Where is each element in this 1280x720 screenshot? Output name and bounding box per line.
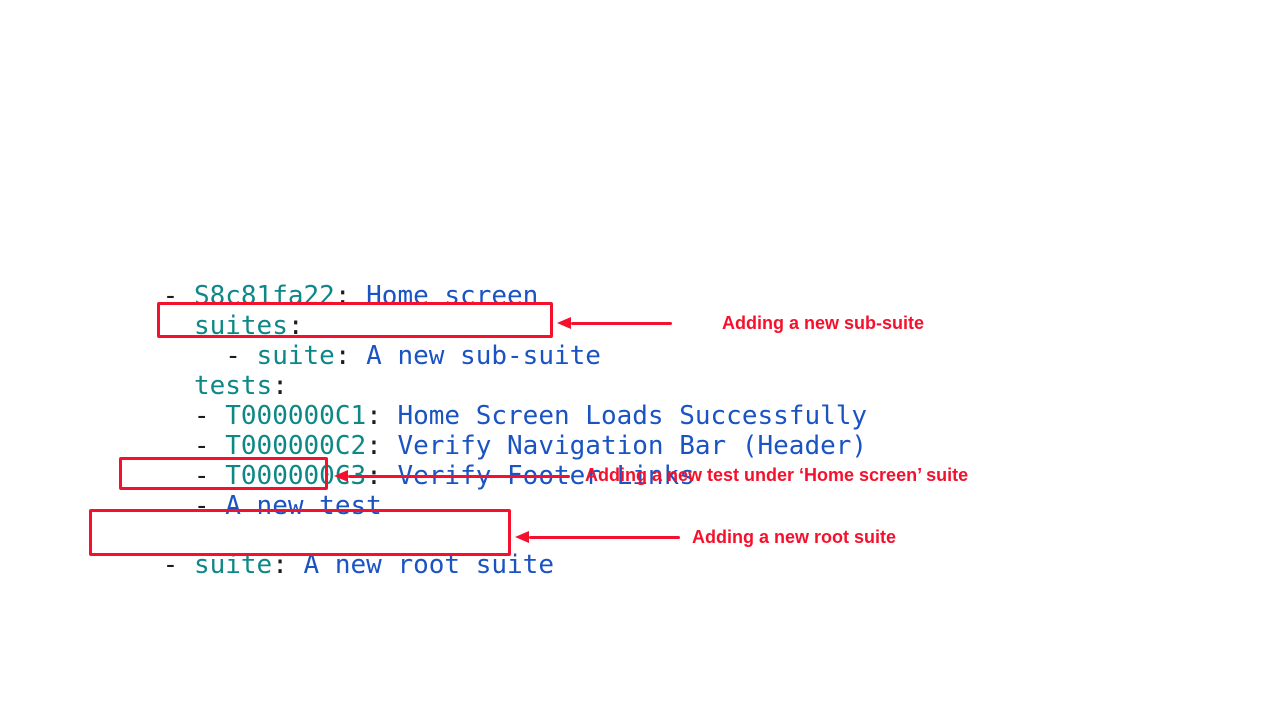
yaml-line-new-sub-suite: - suite: A new sub-suite xyxy=(100,311,601,371)
arrow-left-icon xyxy=(515,531,529,543)
yaml-token-dash: - xyxy=(162,341,257,371)
yaml-token-colon: : xyxy=(366,431,398,461)
yaml-token-key: S8c81fa22 xyxy=(193,281,335,311)
yaml-line-new-test: - A new test xyxy=(100,461,382,521)
annotation-new-test: Adding a new test under ‘Home screen’ su… xyxy=(585,465,969,485)
arrow-to-root-suite-box xyxy=(515,530,680,544)
arrow-shaft xyxy=(571,321,672,325)
yaml-token-dash: - xyxy=(162,401,226,431)
highlight-box-new-test xyxy=(119,457,328,490)
arrow-to-sub-suite-box xyxy=(557,316,672,330)
yaml-token-value: Home Screen Loads Successfully xyxy=(397,401,868,431)
yaml-token-dash: - xyxy=(162,461,226,491)
yaml-token-key: tests xyxy=(193,371,273,401)
yaml-token-value: Home screen xyxy=(366,281,539,311)
yaml-token-colon: : xyxy=(287,311,304,341)
yaml-token-key: T000000C1 xyxy=(225,401,367,431)
yaml-token-colon: : xyxy=(334,341,367,371)
arrow-left-icon xyxy=(557,317,571,329)
yaml-token-value: A new sub-suite xyxy=(366,341,601,371)
yaml-line-test-c1: - T000000C1: Home Screen Loads Successfu… xyxy=(100,371,867,431)
yaml-token-key: suite xyxy=(256,341,335,371)
yaml-token-dash: - xyxy=(162,550,194,580)
yaml-token-value: A new test xyxy=(225,491,382,521)
yaml-token-colon: : xyxy=(272,550,304,580)
yaml-token-dash: - xyxy=(162,431,226,461)
yaml-line-suite-id: - S8c81fa22: Home screen xyxy=(100,251,539,311)
yaml-token-dash: - xyxy=(162,491,226,521)
yaml-token-colon: : xyxy=(366,401,398,431)
yaml-token-value: Verify Navigation Bar (Header) xyxy=(397,431,868,461)
yaml-line-tests-key: tests: xyxy=(100,341,288,401)
annotation-sub-suite: Adding a new sub-suite xyxy=(722,313,925,333)
highlight-box-root-suite xyxy=(89,509,511,556)
arrow-shaft xyxy=(529,535,680,539)
arrow-to-new-test-box xyxy=(334,469,570,483)
yaml-token-colon: : xyxy=(272,371,288,401)
yaml-line-test-c2: - T000000C2: Verify Navigation Bar (Head… xyxy=(100,401,867,461)
arrow-shaft xyxy=(348,474,570,478)
annotation-root-suite: Adding a new root suite xyxy=(692,527,897,547)
yaml-token-key: T000000C2 xyxy=(225,431,367,461)
highlight-box-sub-suite xyxy=(157,302,553,338)
arrow-left-icon xyxy=(334,470,348,482)
